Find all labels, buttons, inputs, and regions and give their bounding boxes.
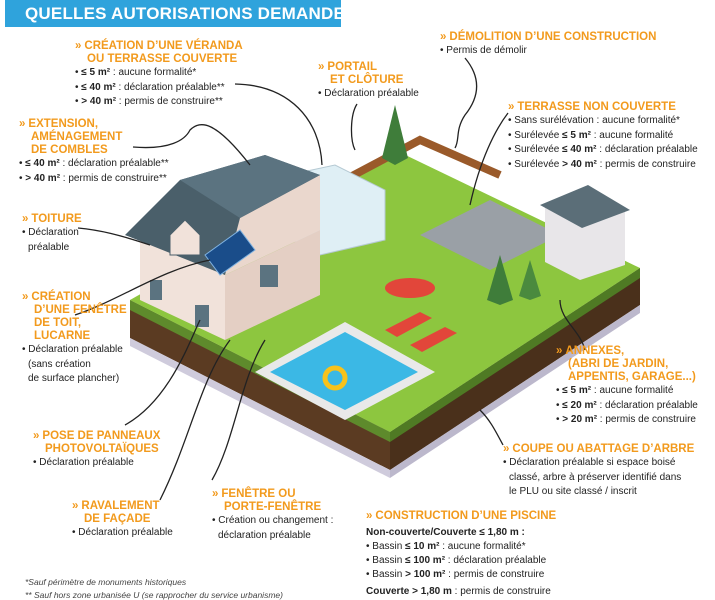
piscine-block: »CONSTRUCTION D’UNE PISCINE Non-couverte… <box>366 510 556 599</box>
tree <box>487 255 513 305</box>
base-edge-right <box>390 305 640 478</box>
footnote: ** Sauf hors zone urbanisée U (se rappro… <box>25 590 283 600</box>
list-item: Déclaration préalable <box>318 87 419 102</box>
tree <box>382 105 408 165</box>
list-item: Bassin ≤ 10 m² : aucune formalité* <box>366 540 556 554</box>
umbrella <box>385 278 435 298</box>
terrace <box>420 200 560 270</box>
list-item: Surélevée ≤ 40 m² : déclaration préalabl… <box>508 143 697 158</box>
solar-panel <box>204 229 256 276</box>
window <box>195 305 209 327</box>
list-item: Bassin ≤ 100 m² : déclaration préalable <box>366 554 556 568</box>
list-item: Déclaration <box>22 226 82 241</box>
toiture-heading: »TOITURE <box>22 213 82 225</box>
list-item: ≤ 20 m² : déclaration préalable <box>556 399 698 414</box>
list-item-continued: déclaration préalable <box>218 529 311 541</box>
list-item: Sans surélévation : aucune formalité* <box>508 114 698 129</box>
list-item-continued: (sans création <box>28 358 91 370</box>
page-title: QUELLES AUTORISATIONS DEMANDER? <box>5 0 368 27</box>
demolition-heading: »DÉMOLITION D’UNE CONSTRUCTION <box>440 31 657 43</box>
toiture-block: »TOITURE Déclaration préalable <box>22 213 82 255</box>
piscine-subheading: Non-couverte/Couverte ≤ 1,80 m : <box>366 527 525 538</box>
list-item: Déclaration préalable <box>22 343 127 358</box>
arbre-block: »COUPE OU ABATTAGE D’ARBRE Déclaration p… <box>503 443 694 500</box>
list-item-continued: le PLU ou site classé / inscrit <box>509 486 637 497</box>
list-item: ≤ 40 m² : déclaration préalable** <box>75 81 243 96</box>
annexes-heading: »ANNEXES,(ABRI DE JARDIN,APPENTIS, GARAG… <box>556 345 696 383</box>
shed-roof <box>540 185 630 228</box>
list-item: Déclaration préalable <box>72 526 173 541</box>
list-item: Création ou changement : <box>212 514 333 529</box>
pointer-arrows <box>74 57 586 501</box>
pool-float <box>322 365 348 391</box>
tree <box>519 260 541 300</box>
grass-edge-right <box>390 268 640 442</box>
footnote: *Sauf périmètre de monuments historiques <box>25 577 187 587</box>
list-item: ≤ 5 m² : aucune formalité <box>556 384 698 399</box>
list-item: Permis de démolir <box>440 44 656 59</box>
list-item: > 20 m² : permis de construire <box>556 413 698 428</box>
annexes-block: »ANNEXES,(ABRI DE JARDIN,APPENTIS, GARAG… <box>556 345 698 428</box>
list-item: Bassin > 100 m² : permis de construire <box>366 568 556 582</box>
list-item: Déclaration préalable si espace boisé <box>503 456 694 471</box>
piscine-heading: »CONSTRUCTION D’UNE PISCINE <box>366 510 557 522</box>
arbre-heading: »COUPE OU ABATTAGE D’ARBRE <box>503 443 695 455</box>
dormer <box>169 219 201 256</box>
list-item: Déclaration préalable <box>33 456 160 471</box>
piscine-covered-rule: Couverte > 1,80 m : permis de construire <box>366 586 551 597</box>
sunbed <box>385 312 432 337</box>
list-item-continued: préalable <box>28 241 70 253</box>
list-item: Surélevée ≤ 5 m² : aucune formalité <box>508 129 698 144</box>
demolition-block: »DÉMOLITION D’UNE CONSTRUCTION Permis de… <box>440 31 656 59</box>
list-item: > 40 m² : permis de construire** <box>19 172 169 187</box>
window <box>260 265 278 287</box>
list-item: ≤ 40 m² : déclaration préalable** <box>19 157 168 172</box>
terrasse-block: »TERRASSE NON COUVERTE Sans surélévation… <box>508 101 698 172</box>
list-item-continued: classé, arbre à préserver identifié dans <box>509 471 682 483</box>
list-item: Surélevée > 40 m² : permis de construire <box>508 158 698 173</box>
list-item: ≤ 5 m² : aucune formalité* <box>75 66 243 81</box>
terrasse-heading: »TERRASSE NON COUVERTE <box>508 101 676 113</box>
roof-top <box>180 155 320 218</box>
window <box>150 280 162 300</box>
list-item-continued: de surface plancher) <box>28 373 120 384</box>
list-item: > 40 m² : permis de construire** <box>75 95 243 110</box>
fence <box>333 135 502 189</box>
sunbed <box>410 327 457 352</box>
base-edge-left <box>130 338 390 478</box>
